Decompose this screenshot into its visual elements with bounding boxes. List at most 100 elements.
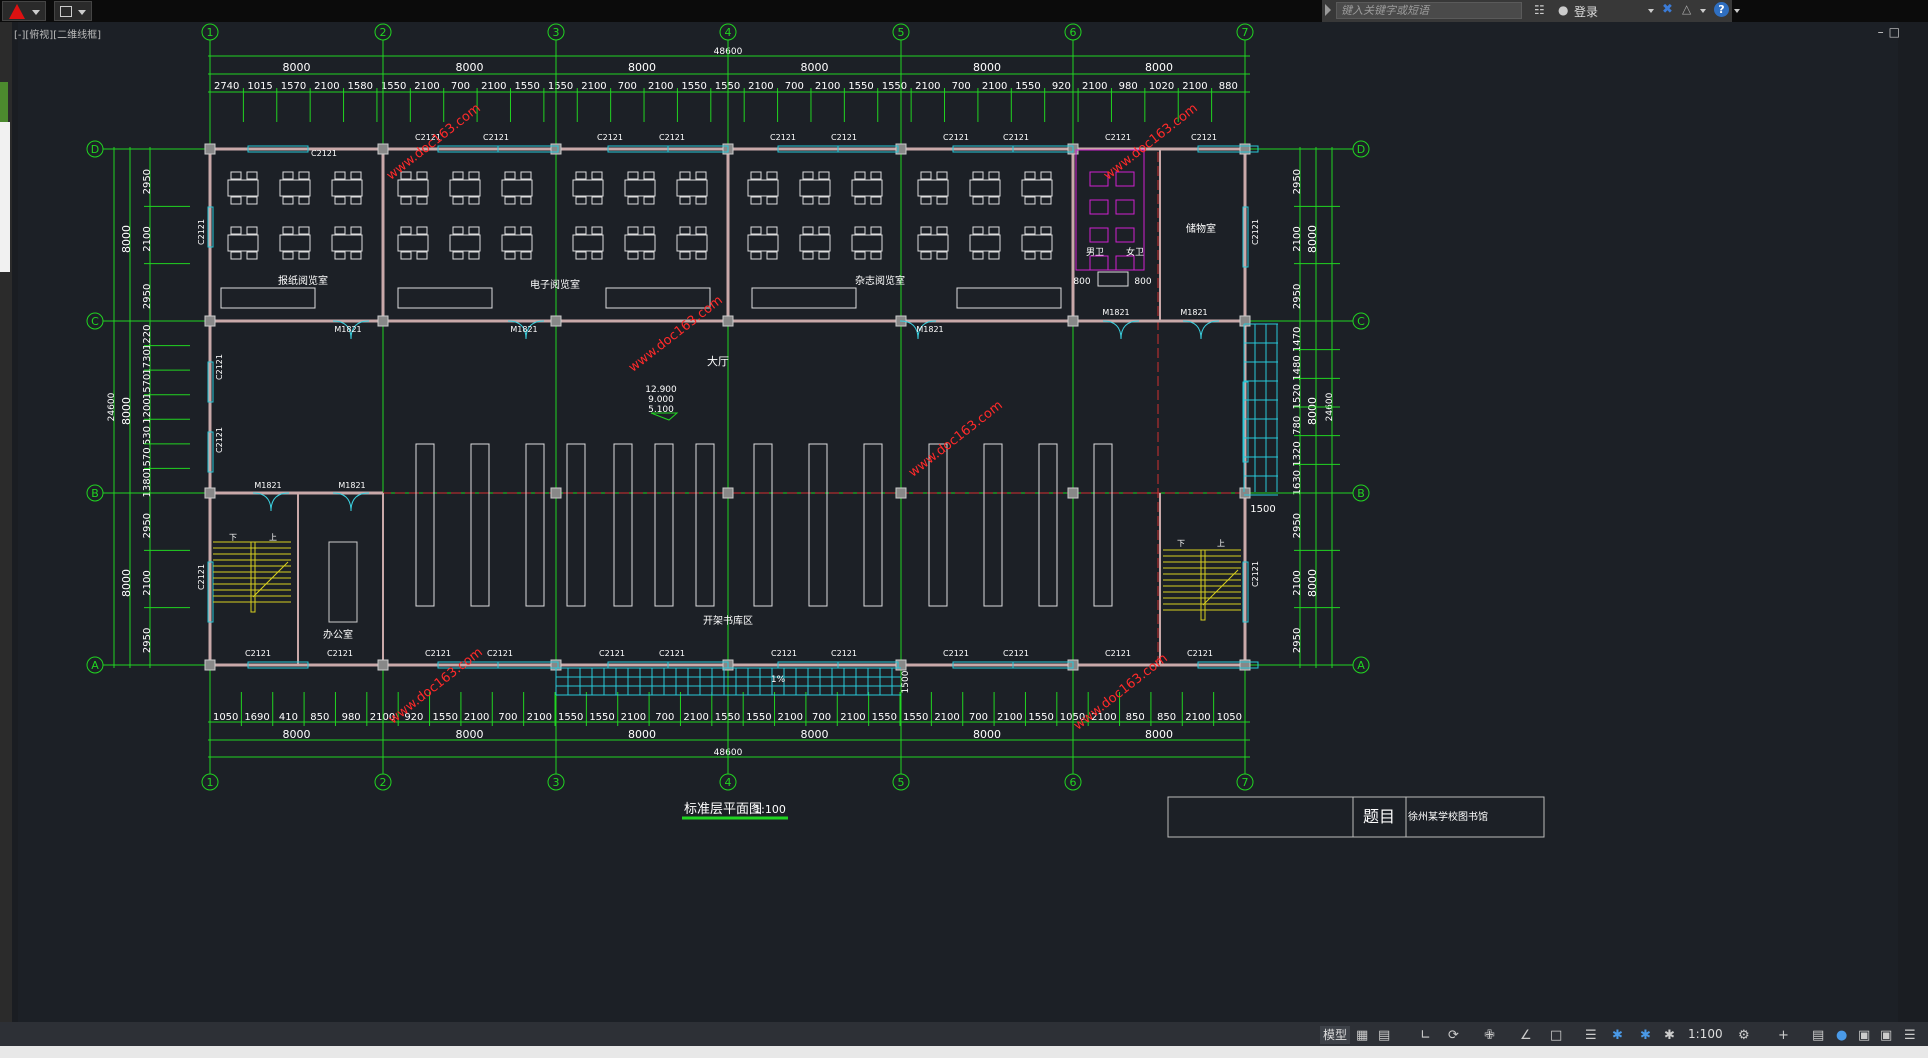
annotation-scale-icon[interactable]: ✱ — [1612, 1028, 1623, 1043]
workspace-gear-icon[interactable]: ⚙ — [1738, 1028, 1750, 1043]
chevron-down-icon[interactable] — [1648, 9, 1654, 13]
table — [676, 179, 708, 197]
dim-text: 700 — [812, 712, 831, 723]
dim-text: 1015 — [247, 81, 272, 92]
grid-icon[interactable]: ▦ — [1356, 1028, 1369, 1043]
chevron-down-icon[interactable] — [1734, 9, 1740, 13]
toilet-stall — [1115, 171, 1135, 187]
dim-text: 8000 — [1306, 569, 1319, 597]
exchange-icon[interactable]: ✖ — [1662, 2, 1673, 17]
clean-screen-icon[interactable]: ▣ — [1880, 1028, 1893, 1043]
dim-text: 8000 — [1306, 397, 1319, 425]
window-label: C2121 — [770, 133, 796, 142]
axis-number: 1 — [207, 776, 214, 789]
chair — [334, 226, 346, 235]
table — [331, 179, 363, 197]
axis-bubble — [719, 23, 737, 41]
osnap-icon[interactable]: ✙ — [1484, 1028, 1495, 1043]
plus-icon[interactable]: + — [1778, 1028, 1789, 1043]
chair — [298, 251, 310, 260]
window-label: C2121 — [599, 649, 625, 658]
axis-number: 7 — [1242, 26, 1249, 39]
chair — [627, 226, 639, 235]
dim-text: 2100 — [1182, 81, 1207, 92]
quick-access-toolbar[interactable] — [54, 1, 92, 21]
snap-icon[interactable]: ▤ — [1378, 1028, 1391, 1043]
chair — [920, 226, 932, 235]
application-menu-button[interactable] — [2, 1, 46, 21]
axis-bubble — [86, 484, 104, 502]
window-label: C2121 — [1251, 561, 1260, 587]
chevron-down-icon — [32, 10, 40, 15]
chair — [920, 251, 932, 260]
auto-scale-icon[interactable]: ✱ — [1664, 1028, 1675, 1043]
customize-icon[interactable]: ☰ — [1904, 1028, 1916, 1043]
transparency-icon[interactable]: □ — [1550, 1028, 1563, 1043]
window-label: C2121 — [327, 649, 353, 658]
dim-text: 8000 — [456, 728, 484, 741]
ortho-icon[interactable]: ∟ — [1420, 1028, 1431, 1043]
chair — [920, 196, 932, 205]
chair — [334, 171, 346, 180]
dim-text: 2950 — [142, 513, 153, 538]
expand-icon[interactable] — [1325, 4, 1331, 16]
binoculars-icon[interactable]: ☷ — [1534, 3, 1545, 17]
scale-selector[interactable]: 1:100 — [1688, 1027, 1723, 1041]
vertical-scrollbar[interactable] — [1900, 22, 1928, 1022]
bookshelf — [566, 443, 586, 607]
axis-bubble — [719, 773, 737, 791]
dim-text: 1550 — [381, 81, 406, 92]
window-label: C2121 — [943, 133, 969, 142]
isolate-icon[interactable]: ● — [1836, 1028, 1848, 1043]
chair — [504, 171, 516, 180]
elevation-mark: 5.100 — [648, 405, 674, 415]
drawing-title: 标准层平面图 — [684, 802, 762, 817]
window — [1242, 561, 1249, 623]
window — [1242, 206, 1249, 268]
polar-icon[interactable]: ⟳ — [1448, 1028, 1459, 1043]
chevron-down-icon[interactable] — [1700, 9, 1706, 13]
search-input[interactable] — [1336, 2, 1522, 19]
table — [227, 179, 259, 197]
window-label: C2121 — [1251, 219, 1260, 245]
chair — [854, 171, 866, 180]
table — [449, 234, 481, 252]
a360-icon[interactable]: △ — [1682, 2, 1692, 16]
table — [227, 234, 259, 252]
dim-text: 1550 — [514, 81, 539, 92]
dim-text: 700 — [498, 712, 517, 723]
chair — [802, 196, 814, 205]
chair — [452, 171, 464, 180]
axis-letter: C — [1357, 315, 1365, 328]
window — [247, 145, 309, 153]
dim-text: 2950 — [1292, 169, 1303, 194]
viewport-controls[interactable]: [-][俯视][二维线框] — [14, 30, 102, 41]
dim-text: 1550 — [589, 712, 614, 723]
chair — [679, 196, 691, 205]
quick-properties-icon[interactable]: ☰ — [1585, 1028, 1597, 1043]
table — [624, 234, 656, 252]
chair — [870, 171, 882, 180]
chair — [468, 196, 480, 205]
column — [204, 659, 216, 671]
toilet-stall — [1115, 199, 1135, 215]
counter — [956, 287, 1062, 309]
dim-text: 2100 — [581, 81, 606, 92]
horizontal-scrollbar[interactable] — [0, 1046, 1928, 1058]
annotation-visibility-icon[interactable]: ✱ — [1640, 1028, 1651, 1043]
dim-text: 2740 — [214, 81, 239, 92]
dim-text: 1520 — [1292, 384, 1303, 409]
units-icon[interactable]: ▤ — [1812, 1028, 1825, 1043]
chair — [575, 171, 587, 180]
window-label: C2121 — [215, 354, 224, 380]
toilet-stall — [1089, 227, 1109, 243]
lineweight-icon[interactable]: ∠ — [1520, 1028, 1532, 1043]
help-icon[interactable]: ? — [1714, 2, 1729, 17]
model-space-button[interactable]: 模型 — [1320, 1026, 1350, 1044]
login-button[interactable]: 登录 — [1574, 5, 1599, 19]
dim-text: 1570 — [142, 447, 153, 472]
properties-palette[interactable] — [0, 122, 10, 272]
hardware-acceleration-icon[interactable]: ▣ — [1858, 1028, 1871, 1043]
axis-number: 6 — [1070, 776, 1077, 789]
